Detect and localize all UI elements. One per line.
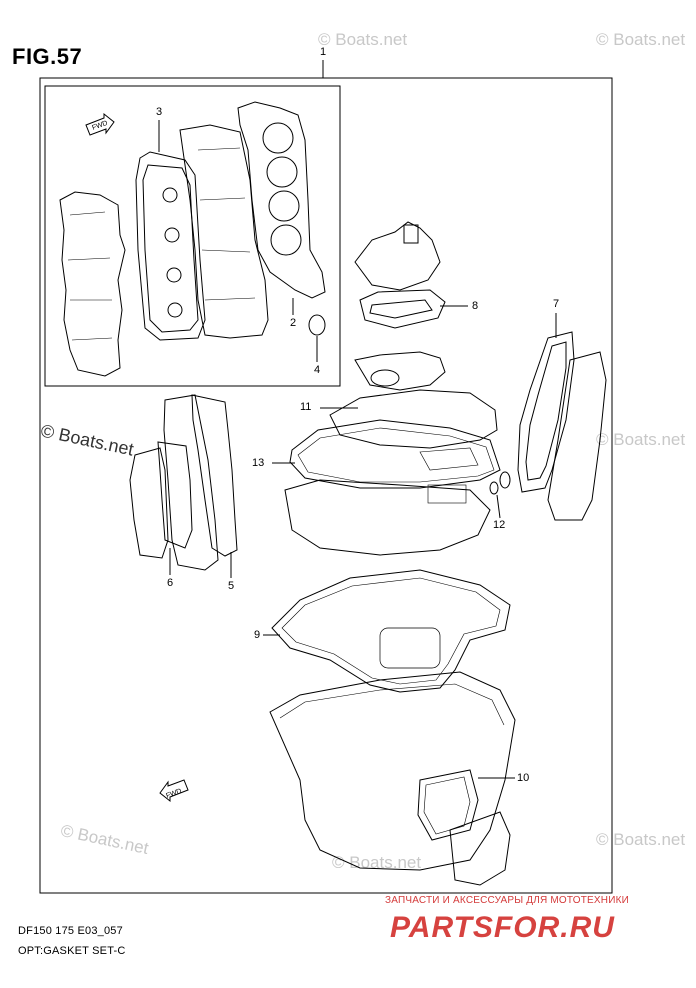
cylinder-block-outline (59, 124, 269, 377)
callout-10: 10 (517, 772, 530, 784)
engine-holder (269, 671, 516, 886)
exhaust-cover-gasket (517, 313, 607, 521)
watermark: © Boats.net (332, 853, 422, 872)
figure-title: FIG.57 (12, 44, 83, 69)
oil-pan-assembly (272, 351, 511, 556)
watermark: © Boats.net (596, 30, 686, 49)
side-cover-gaskets (129, 394, 238, 578)
callout-11: 11 (300, 401, 312, 413)
callout-6: 6 (167, 577, 174, 589)
callout-9: 9 (254, 629, 261, 641)
thermostat-housing (354, 221, 468, 329)
brand-logo: PARTSFOR.RU (390, 911, 615, 944)
callout-12: 12 (493, 519, 506, 531)
watermark: © Boats.net (318, 30, 408, 49)
watermark: © Boats.net (596, 830, 686, 849)
callout-2: 2 (290, 317, 297, 329)
callout-1: 1 (320, 46, 327, 58)
outer-frame (39, 77, 613, 894)
diagram-name: OPT:GASKET SET-C (18, 945, 126, 957)
callout-13: 13 (252, 457, 265, 469)
mounting-gasket-large (263, 569, 511, 693)
fwd-arrow-top (85, 112, 115, 136)
promo-text: ЗАПЧАСТИ И АКСЕССУАРЫ ДЛЯ МОТОТЕХНИКИ (385, 895, 630, 906)
diagram-code: DF150 175 E03_057 (18, 925, 123, 937)
inner-frame (44, 85, 341, 387)
watermark: © Boats.net (596, 430, 686, 449)
o-ring (308, 314, 326, 336)
callout-4: 4 (314, 364, 321, 376)
fwd-arrow-bottom (159, 779, 189, 803)
brand-logo-text: PARTSFOR.RU (390, 911, 615, 944)
cylinder-head-gasket (237, 101, 326, 299)
head-cover-gasket (135, 151, 206, 341)
callout-5: 5 (228, 580, 235, 592)
callout-7: 7 (553, 298, 560, 310)
callout-8: 8 (472, 300, 479, 312)
callout-3: 3 (156, 106, 163, 118)
